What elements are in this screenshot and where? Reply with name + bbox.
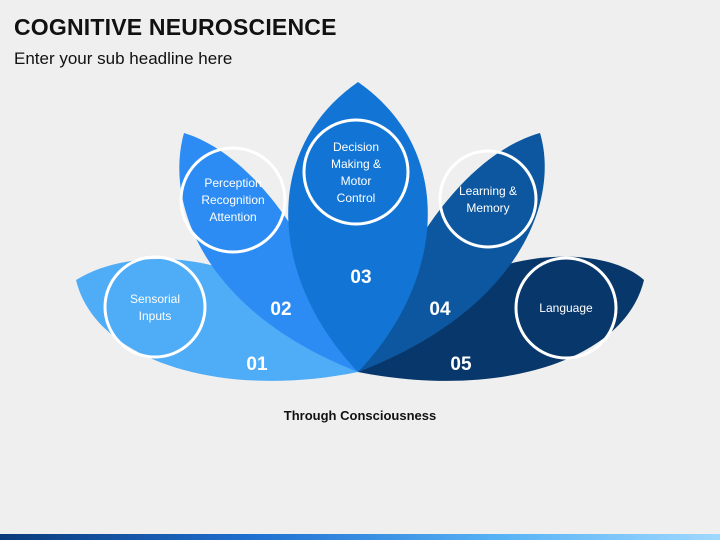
page-title: COGNITIVE NEUROSCIENCE <box>14 14 337 40</box>
petal-02-label-line-2: Recognition <box>201 193 264 207</box>
petal-05-label-line-1: Language <box>539 301 593 315</box>
petal-05-shape <box>358 256 644 381</box>
petal-04-label-line-2: Memory <box>466 201 509 215</box>
petal-02-label-line-1: Perception <box>204 176 261 190</box>
petal-01-number: 01 <box>246 354 268 375</box>
petal-03-label-line-3: Motor <box>341 174 372 188</box>
diagram-caption: Through Consciousness <box>284 408 436 423</box>
petal-05-number: 05 <box>450 354 472 375</box>
petal-04-number: 04 <box>429 299 451 320</box>
petal-04-shape <box>358 133 545 372</box>
petal-01-label-line-2: Inputs <box>139 309 172 323</box>
bottom-accent-bar <box>0 534 720 540</box>
petal-03-label-line-4: Control <box>337 191 376 205</box>
petal-02-circle <box>179 146 287 254</box>
petal-03-label-line-2: Making & <box>331 157 381 171</box>
petal-01-circle <box>103 255 207 359</box>
petal-02-number: 02 <box>270 299 291 320</box>
petal-03-number: 03 <box>350 267 371 288</box>
petal-04-label-line-1: Learning & <box>459 184 517 198</box>
petal-03-circle <box>302 118 410 226</box>
petal-04-circle <box>438 149 538 249</box>
petal-01-label-line-1: Sensorial <box>130 292 180 306</box>
petal-03-label-line-1: Decision <box>333 140 379 154</box>
petal-03-shape <box>288 82 428 372</box>
petal-05-circle <box>514 256 618 360</box>
petal-02-label-line-3: Attention <box>209 210 256 224</box>
petal-02-shape <box>179 133 358 372</box>
petal-01-shape <box>76 258 358 381</box>
page-subtitle: Enter your sub headline here <box>14 49 233 68</box>
